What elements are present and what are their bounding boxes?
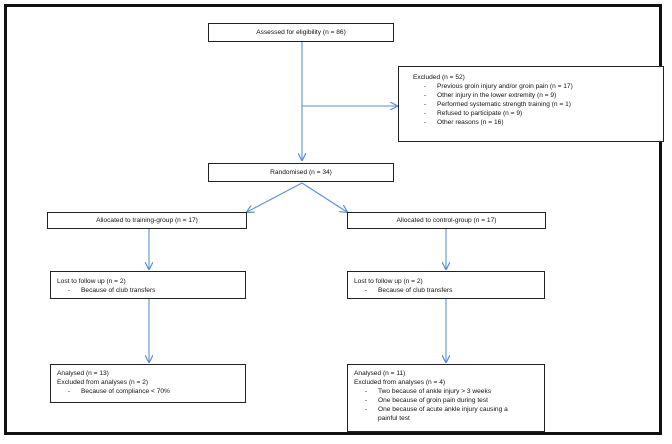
control-excluded-item: -One because of groin pain during test <box>364 397 488 404</box>
control-lost-title: Lost to follow up (n = 2) <box>354 278 423 285</box>
excluded-item: -Other reasons (n = 16) <box>423 119 504 126</box>
randomised-text: Randomised (n = 34) <box>270 169 332 176</box>
control-lost-item: -Because of club transfers <box>364 287 453 294</box>
eligibility-box: Assessed for eligibility (n = 86) <box>208 23 394 42</box>
control-excluded-item: painful test <box>378 415 410 422</box>
training-lost-box: Lost to follow up (n = 2) -Because of cl… <box>50 271 246 299</box>
excluded-title: Excluded (n = 52) <box>413 74 465 81</box>
excluded-item: -Performed systematic strength training … <box>423 101 571 108</box>
excluded-item: -Previous groin injury and/or groin pain… <box>423 83 573 90</box>
excluded-item: -Other injury in the lower extremity (n … <box>423 92 557 99</box>
eligibility-text: Assessed for eligibility (n = 86) <box>256 29 346 36</box>
control-allocated-text: Allocated to control-group (n = 17) <box>396 217 497 224</box>
control-excluded-item: -Two because of ankle injury > 3 weeks <box>364 388 492 395</box>
arrow-randomised-to-training <box>247 182 303 212</box>
randomised-box: Randomised (n = 34) <box>208 163 394 182</box>
control-excluded-analyses: Excluded from analyses (n = 4) <box>354 379 446 386</box>
training-excluded-item: -Because of compliance < 70% <box>67 388 170 395</box>
training-allocated-box: Allocated to training-group (n = 17) <box>47 212 247 229</box>
training-allocated-text: Allocated to training-group (n = 17) <box>96 217 198 224</box>
training-lost-title: Lost to follow up (n = 2) <box>57 278 126 285</box>
training-excluded-analyses: Excluded from analyses (n = 2) <box>57 379 149 386</box>
control-allocated-box: Allocated to control-group (n = 17) <box>347 212 546 229</box>
outer-frame <box>4 4 662 435</box>
control-analysed-title: Analysed (n = 11) <box>354 370 406 377</box>
control-lost-box: Lost to follow up (n = 2) -Because of cl… <box>347 271 545 299</box>
training-lost-item: -Because of club transfers <box>67 287 156 294</box>
training-analysed-title: Analysed (n = 13) <box>57 370 109 377</box>
arrow-randomised-to-control <box>301 182 347 212</box>
control-analysed-box: Analysed (n = 11) Excluded from analyses… <box>347 364 545 432</box>
training-analysed-box: Analysed (n = 13) Excluded from analyses… <box>50 364 246 403</box>
excluded-box: Excluded (n = 52) -Previous groin injury… <box>398 66 664 142</box>
control-excluded-item: -One because of acute ankle injury causi… <box>364 406 508 413</box>
excluded-item: -Refused to participate (n = 9) <box>423 110 523 117</box>
